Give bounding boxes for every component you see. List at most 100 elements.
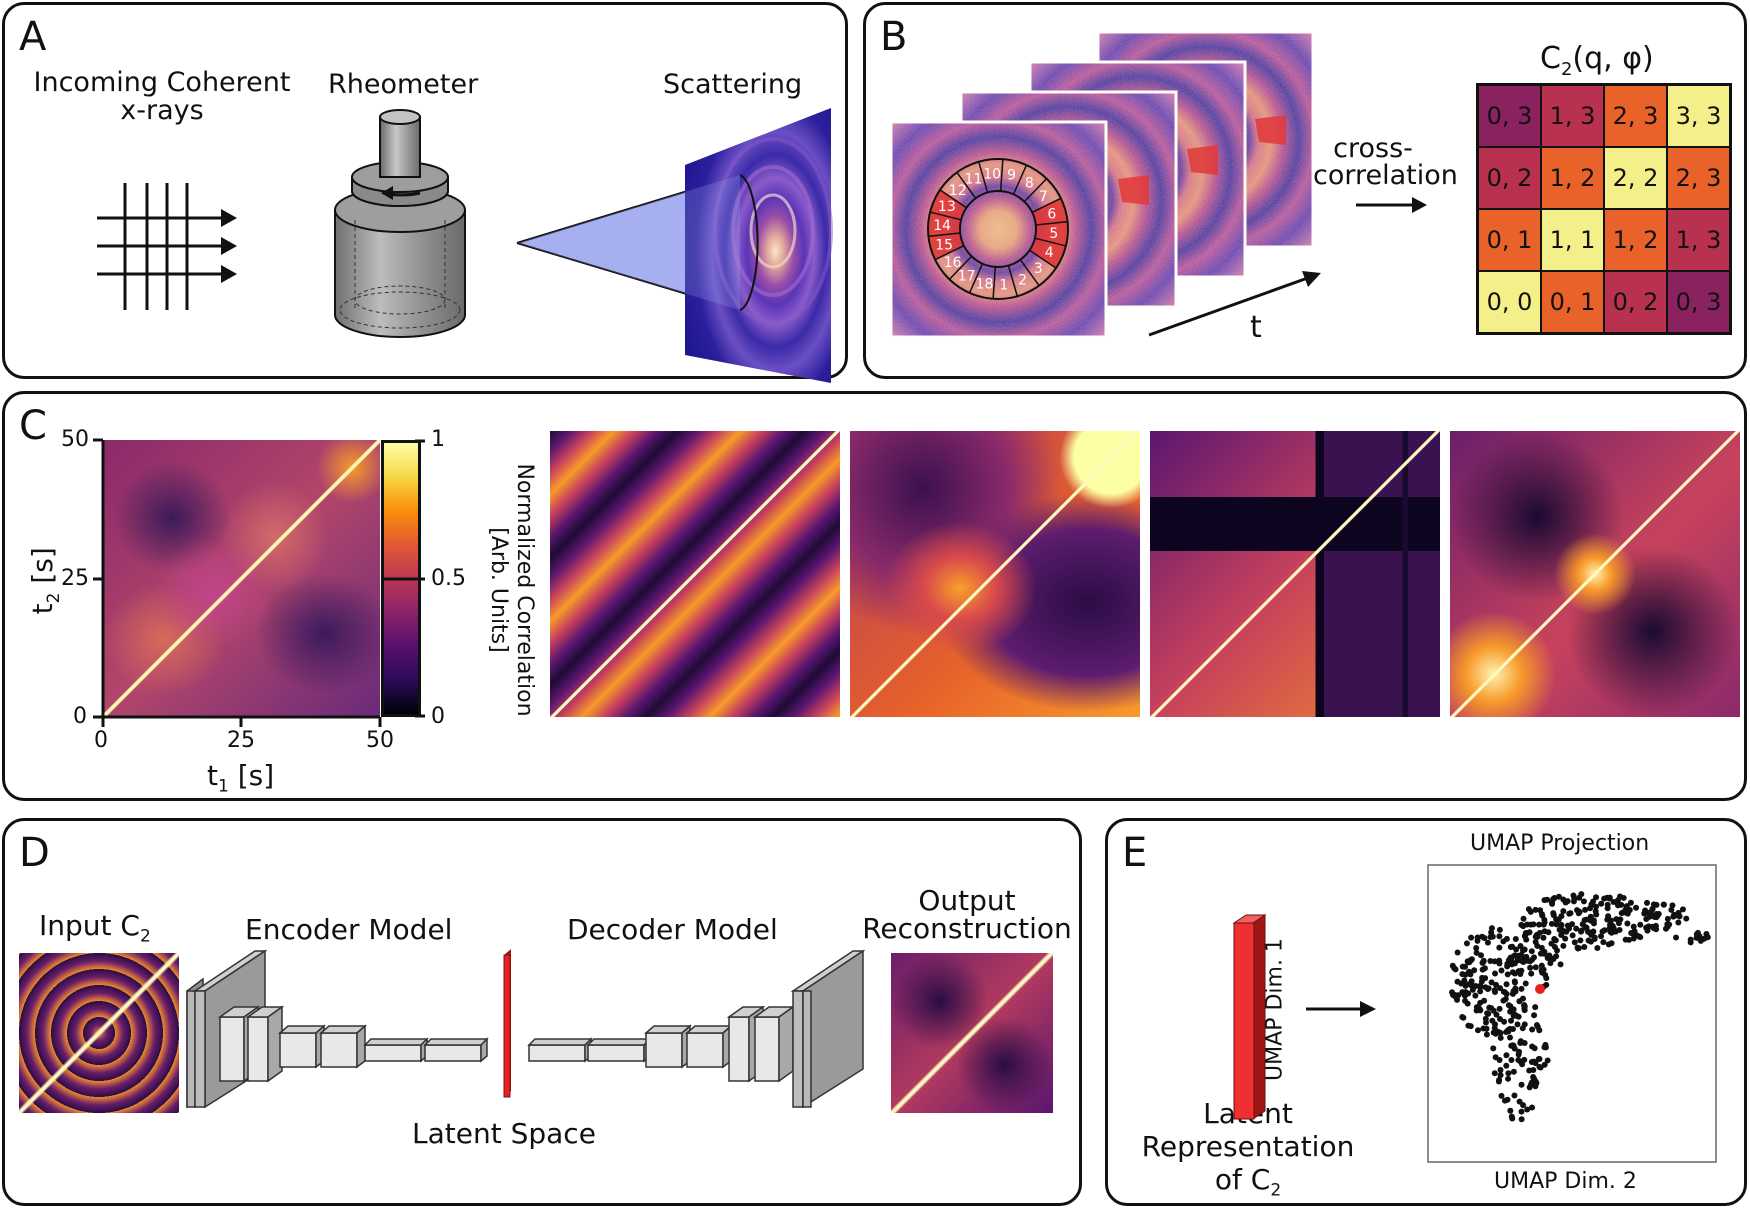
umap-point [1500, 938, 1507, 945]
umap-point [1558, 922, 1565, 929]
umap-point [1546, 952, 1553, 959]
umap-point [1495, 1078, 1502, 1085]
panel-a-graphics [97, 108, 833, 383]
sector-divider [992, 266, 997, 299]
panel-label-c: C [19, 403, 47, 449]
x-axis-label: t1 [s] [207, 759, 275, 797]
umap-point [1524, 921, 1531, 928]
umap-point [1695, 933, 1702, 940]
umap-point [1524, 1106, 1531, 1113]
speckle-frames [889, 30, 1315, 339]
matrix-cell: 0, 1 [1478, 209, 1541, 271]
sector-number: 3 [1034, 261, 1043, 277]
umap-point [1467, 971, 1474, 978]
umap-point [1668, 906, 1675, 913]
umap-point [1604, 901, 1611, 908]
umap-point [1537, 907, 1544, 914]
umap-point [1614, 902, 1621, 909]
umap-point [1581, 943, 1588, 950]
umap-point [1483, 1025, 1490, 1032]
umap-point [1617, 916, 1624, 923]
umap-point [1482, 984, 1489, 991]
panel-b: B C2(q, φ) cross- correlation t [863, 2, 1747, 379]
umap-point [1482, 1019, 1489, 1026]
umap-point [1560, 908, 1567, 915]
umap-point [1496, 1005, 1503, 1012]
umap-point [1465, 990, 1472, 997]
umap-point [1593, 911, 1600, 918]
umap-point [1607, 928, 1614, 935]
c2-example-2 [850, 431, 1140, 717]
umap-point [1510, 1006, 1517, 1013]
umap-point [1560, 896, 1567, 903]
umap-point [1522, 930, 1529, 937]
umap-point [1548, 920, 1555, 927]
umap-point [1498, 967, 1505, 974]
sector-number: 11 [965, 172, 983, 188]
umap-point [1622, 906, 1629, 913]
umap-point [1535, 1056, 1542, 1063]
umap-point [1518, 1081, 1525, 1088]
umap-point [1484, 1010, 1491, 1017]
umap-point [1521, 1005, 1528, 1012]
umap-point [1624, 920, 1631, 927]
umap-point [1578, 891, 1585, 898]
umap-point [1547, 960, 1554, 967]
umap-point [1553, 921, 1560, 928]
umap-point [1449, 989, 1456, 996]
umap-point [1459, 989, 1466, 996]
umap-point [1590, 898, 1597, 905]
umap-point [1543, 975, 1550, 982]
matrix-cell: 0, 2 [1604, 271, 1667, 333]
umap-point [1528, 948, 1535, 955]
umap-point [1566, 910, 1573, 917]
umap-point [1527, 964, 1534, 971]
umap-point [1548, 940, 1555, 947]
umap-point [1610, 899, 1617, 906]
main-axes [93, 438, 382, 727]
umap-point [1463, 940, 1470, 947]
scattering-detector-icon [517, 108, 833, 383]
sector-divider [1031, 197, 1062, 214]
umap-point [1511, 978, 1518, 985]
sector-number: 1 [999, 278, 1008, 294]
umap-point [1644, 899, 1651, 906]
umap-point [1539, 912, 1546, 919]
decoder-label: Decoder Model [567, 913, 778, 946]
umap-highlight-point [1535, 984, 1545, 994]
umap-point [1646, 913, 1653, 920]
umap-point [1637, 934, 1644, 941]
umap-point [1459, 963, 1466, 970]
umap-point [1518, 1108, 1525, 1115]
x-tick-25: 25 [227, 728, 255, 753]
umap-point [1550, 910, 1557, 917]
umap-point [1497, 1034, 1504, 1041]
umap-point [1487, 958, 1494, 965]
umap-point [1511, 960, 1518, 967]
sector-number: 4 [1045, 245, 1054, 261]
umap-point [1633, 904, 1640, 911]
sector-divider [929, 211, 962, 221]
umap-point [1461, 977, 1468, 984]
umap-point [1492, 970, 1499, 977]
matrix-cell: 0, 3 [1478, 85, 1541, 147]
umap-point [1474, 934, 1481, 941]
panel-c-graphics [93, 438, 382, 727]
umap-point [1505, 1002, 1512, 1009]
umap-point [1573, 925, 1580, 932]
sector-divider [1019, 259, 1040, 287]
colorbar-tick-1: 1 [431, 427, 445, 452]
umap-point [1478, 952, 1485, 959]
umap-point [1541, 919, 1548, 926]
umap-point [1516, 998, 1523, 1005]
umap-point [1468, 956, 1475, 963]
sector-divider [999, 159, 1004, 192]
umap-point [1493, 981, 1500, 988]
umap-point [1630, 923, 1637, 930]
umap-point [1571, 939, 1578, 946]
umap-point [1495, 1028, 1502, 1035]
sector-number: 10 [983, 166, 1001, 182]
matrix-cell: 0, 0 [1478, 271, 1541, 333]
projection-arrow-icon [1306, 1001, 1376, 1017]
umap-point [1518, 985, 1525, 992]
